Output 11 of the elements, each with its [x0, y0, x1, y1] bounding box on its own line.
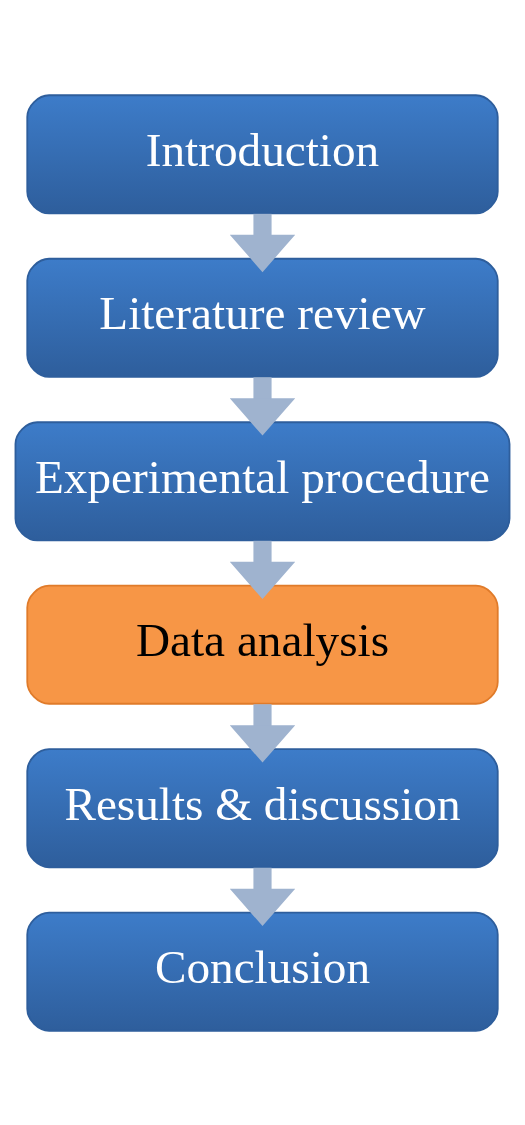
node-box: Results & discussion [26, 747, 499, 868]
arrow [229, 703, 296, 763]
node-box: Introduction [26, 93, 499, 214]
arrow [229, 867, 296, 926]
node-box: Conclusion [26, 911, 499, 1032]
node-box: Data analysis [26, 584, 499, 705]
node-box: Experimental procedure [14, 420, 511, 541]
arrow [229, 213, 296, 272]
arrow [229, 376, 296, 436]
node-box: Literature review [26, 257, 499, 378]
arrow [229, 540, 296, 599]
